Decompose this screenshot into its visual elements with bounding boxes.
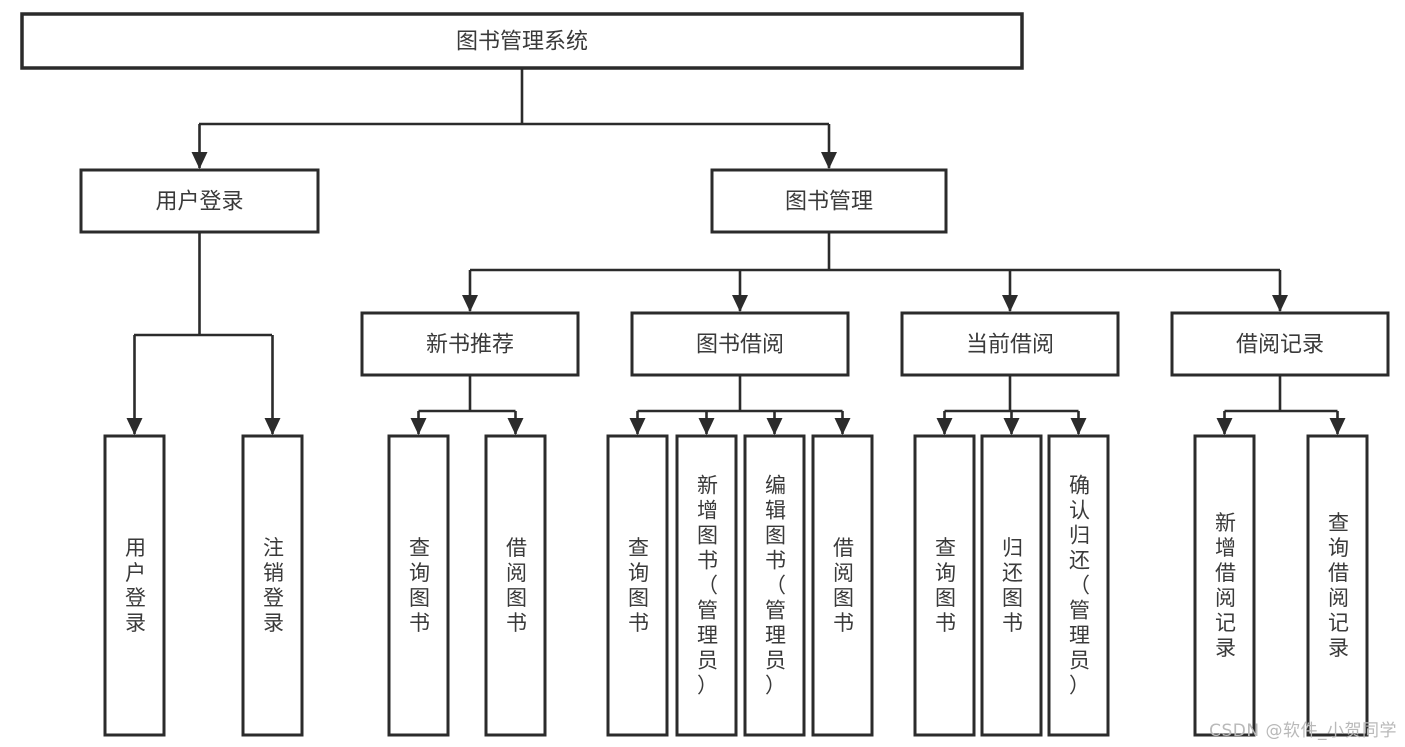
node-user-login[interactable]: 用户登录 — [79, 168, 320, 234]
arrow-head-icon — [1329, 418, 1346, 435]
node-label: 查询图书 — [935, 536, 956, 635]
node-nbr-query-book[interactable]: 查询图书 — [387, 434, 450, 737]
node-label: 查询图书 — [628, 536, 649, 635]
arrow-head-icon — [629, 418, 646, 435]
node-bb-borrow-book[interactable]: 借阅图书 — [811, 434, 874, 737]
node-box — [913, 434, 976, 737]
node-label: 查询借阅记录 — [1328, 511, 1349, 660]
arrow-head-icon — [191, 152, 208, 169]
node-box — [900, 311, 1120, 377]
node-bb-query-book[interactable]: 查询图书 — [606, 434, 669, 737]
node-user-login-do[interactable]: 用户登录 — [103, 434, 166, 737]
node-box — [79, 168, 320, 234]
node-label: 新增图书（管理员） — [697, 474, 718, 698]
node-label: 借阅图书 — [506, 536, 527, 635]
node-box — [811, 434, 874, 737]
node-br-query-record[interactable]: 查询借阅记录 — [1306, 434, 1369, 737]
node-label: 新书推荐 — [426, 333, 514, 358]
node-label: 查询图书 — [409, 536, 430, 635]
node-label: 借阅记录 — [1236, 333, 1324, 358]
node-box — [606, 434, 669, 737]
node-label: 图书管理系统 — [456, 30, 588, 55]
node-cb-confirm-return[interactable]: 确认归还（管理员） — [1047, 434, 1110, 737]
arrow-head-icon — [834, 418, 851, 435]
node-cb-query-book[interactable]: 查询图书 — [913, 434, 976, 737]
node-book-manage[interactable]: 图书管理 — [710, 168, 948, 234]
arrow-head-icon — [264, 418, 281, 435]
node-book-borrow[interactable]: 图书借阅 — [630, 311, 850, 377]
node-box — [630, 311, 850, 377]
node-box — [980, 434, 1043, 737]
arrow-head-icon — [126, 418, 143, 435]
node-box — [743, 434, 806, 737]
arrow-head-icon — [1070, 418, 1087, 435]
node-new-book-recommend[interactable]: 新书推荐 — [360, 311, 580, 377]
node-label: 确认归还（管理员） — [1069, 474, 1090, 698]
node-root[interactable]: 图书管理系统 — [20, 12, 1024, 70]
node-label: 用户登录 — [155, 190, 243, 215]
node-label: 归还图书 — [1002, 536, 1023, 635]
arrow-head-icon — [1216, 418, 1233, 435]
node-nbr-borrow-book[interactable]: 借阅图书 — [484, 434, 547, 737]
node-box — [1306, 434, 1369, 737]
node-borrow-record[interactable]: 借阅记录 — [1170, 311, 1390, 377]
node-user-logout[interactable]: 注销登录 — [241, 434, 304, 737]
arrow-head-icon — [1003, 418, 1020, 435]
node-box — [1193, 434, 1256, 737]
arrow-head-icon — [732, 295, 748, 312]
node-label: 注销登录 — [263, 536, 284, 635]
arrow-head-icon — [462, 295, 478, 312]
connector-layer — [126, 68, 1346, 435]
node-box — [1170, 311, 1390, 377]
node-label: 当前借阅 — [966, 333, 1054, 358]
node-box — [241, 434, 304, 737]
arrow-head-icon — [1002, 295, 1018, 312]
node-bb-add-book[interactable]: 新增图书（管理员） — [675, 434, 738, 737]
node-label: 图书管理 — [785, 190, 873, 215]
arrow-head-icon — [507, 418, 524, 435]
node-box — [360, 311, 580, 377]
node-box — [20, 12, 1024, 70]
node-box — [103, 434, 166, 737]
node-label: 借阅图书 — [833, 536, 854, 635]
node-cb-return-book[interactable]: 归还图书 — [980, 434, 1043, 737]
node-box — [1047, 434, 1110, 737]
arrow-head-icon — [821, 152, 837, 169]
node-label: 图书借阅 — [696, 333, 784, 358]
node-br-add-record[interactable]: 新增借阅记录 — [1193, 434, 1256, 737]
arrow-head-icon — [698, 418, 715, 435]
node-box — [484, 434, 547, 737]
arrow-head-icon — [766, 418, 783, 435]
node-bb-edit-book[interactable]: 编辑图书（管理员） — [743, 434, 806, 737]
node-label: 新增借阅记录 — [1215, 511, 1236, 660]
node-box — [387, 434, 450, 737]
node-label: 编辑图书（管理员） — [765, 474, 786, 698]
arrow-head-icon — [936, 418, 953, 435]
node-label: 用户登录 — [125, 536, 146, 635]
arrow-head-icon — [1272, 295, 1288, 312]
arrow-head-icon — [410, 418, 427, 435]
node-current-borrow[interactable]: 当前借阅 — [900, 311, 1120, 377]
node-box — [675, 434, 738, 737]
node-layer: 图书管理系统用户登录用户登录注销登录图书管理新书推荐查询图书借阅图书图书借阅查询… — [20, 12, 1390, 737]
node-box — [710, 168, 948, 234]
